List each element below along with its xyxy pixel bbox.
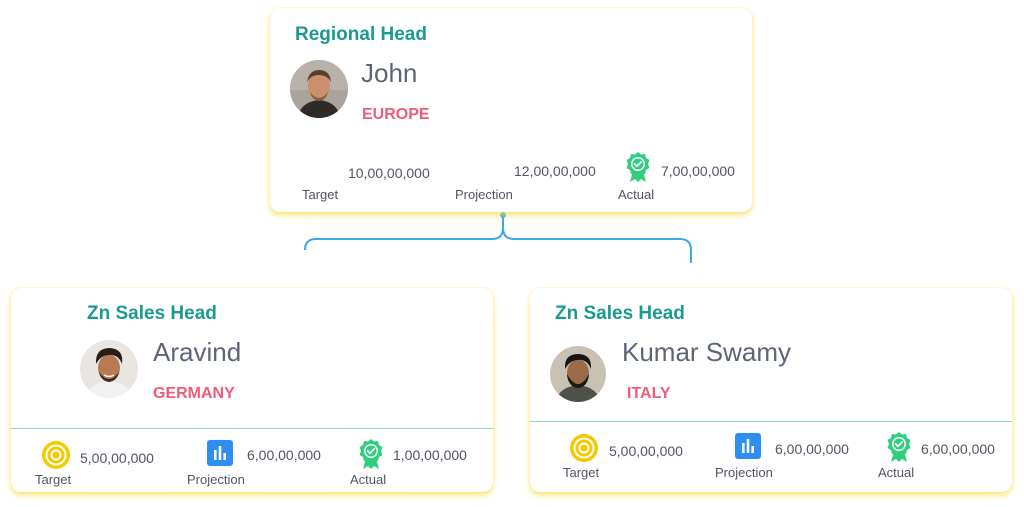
card-divider	[530, 421, 1012, 422]
bar-chart-icon	[735, 433, 761, 464]
target-icon	[569, 433, 599, 468]
region-label: ITALY	[627, 385, 671, 402]
projection-label: Projection	[455, 187, 513, 202]
zonal-sales-head-card-italy[interactable]: Zn Sales Head Kumar Swamy ITALY 5,00,00,…	[530, 288, 1012, 492]
actual-value: 6,00,00,000	[921, 441, 995, 457]
region-label: EUROPE	[362, 106, 430, 123]
target-icon	[41, 440, 71, 475]
regional-head-card[interactable]: Regional Head John EUROPE 10,00,00,000 T…	[270, 8, 752, 212]
person-name: Kumar Swamy	[622, 337, 792, 367]
avatar	[80, 340, 138, 398]
avatar	[290, 60, 348, 118]
award-badge-icon	[624, 151, 652, 188]
person-name: John	[361, 58, 418, 88]
actual-value: 1,00,00,000	[393, 447, 467, 463]
bar-chart-icon	[207, 440, 233, 471]
role-title: Zn Sales Head	[87, 303, 217, 324]
award-badge-icon	[885, 431, 913, 468]
award-badge-icon	[357, 438, 385, 475]
target-label: Target	[563, 465, 600, 480]
projection-value: 6,00,00,000	[247, 447, 321, 463]
target-label: Target	[302, 187, 339, 202]
actual-label: Actual	[878, 465, 915, 480]
projection-label: Projection	[187, 472, 245, 487]
card-divider	[11, 428, 493, 429]
zonal-sales-head-card-germany[interactable]: Zn Sales Head Aravind GERMANY 5,00,00,00…	[11, 288, 493, 492]
target-label: Target	[35, 472, 72, 487]
target-value: 5,00,00,000	[609, 443, 683, 459]
projection-value: 12,00,00,000	[514, 163, 596, 179]
region-label: GERMANY	[153, 385, 235, 402]
actual-label: Actual	[350, 472, 387, 487]
actual-label: Actual	[618, 187, 655, 202]
role-title: Zn Sales Head	[555, 303, 685, 324]
role-title: Regional Head	[295, 24, 427, 45]
target-value: 5,00,00,000	[80, 450, 154, 466]
projection-value: 6,00,00,000	[775, 441, 849, 457]
avatar	[550, 346, 606, 402]
target-value: 10,00,00,000	[348, 165, 430, 181]
person-name: Aravind	[153, 337, 242, 367]
projection-label: Projection	[715, 465, 773, 480]
actual-value: 7,00,00,000	[661, 163, 735, 179]
